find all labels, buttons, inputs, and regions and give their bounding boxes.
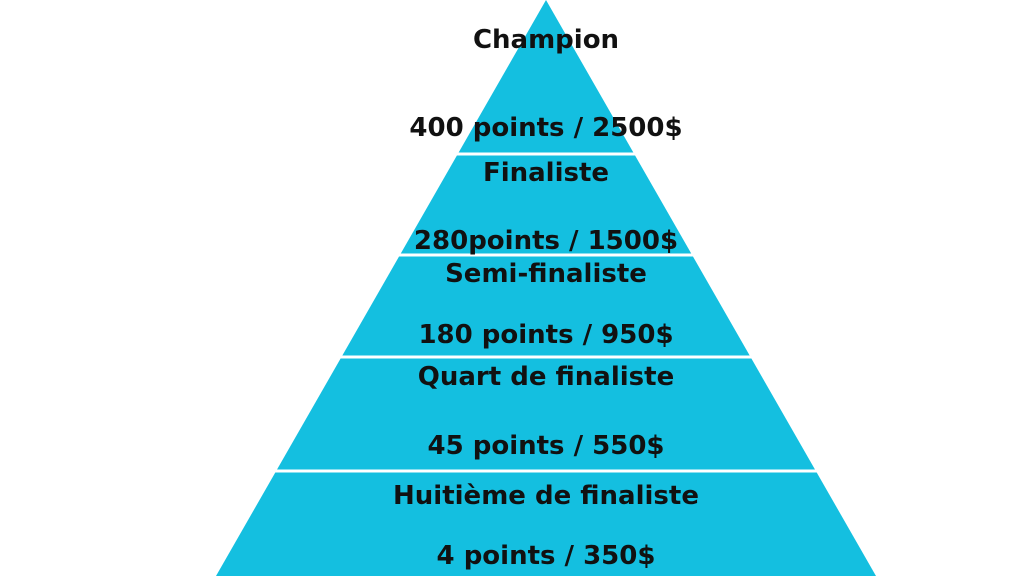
- tier-champion-title: Champion: [472, 25, 620, 55]
- tier-quart-prize: 45 points / 550$: [427, 431, 665, 461]
- tier-semi-finaliste-title: Semi-finaliste: [445, 259, 647, 289]
- tier-huitieme-prize: 4 points / 350$: [436, 541, 656, 571]
- tier-finaliste-prize: 280points / 1500$: [413, 226, 679, 256]
- pyramid-body: [216, 0, 876, 576]
- tier-champion-prize: 400 points / 2500$: [409, 113, 683, 143]
- tier-huitieme-title: Huitième de finaliste: [393, 481, 699, 511]
- tier-semi-finaliste-prize: 180 points / 950$: [418, 320, 674, 350]
- tier-finaliste-title: Finaliste: [482, 158, 610, 188]
- tier-quart-title: Quart de finaliste: [417, 362, 675, 392]
